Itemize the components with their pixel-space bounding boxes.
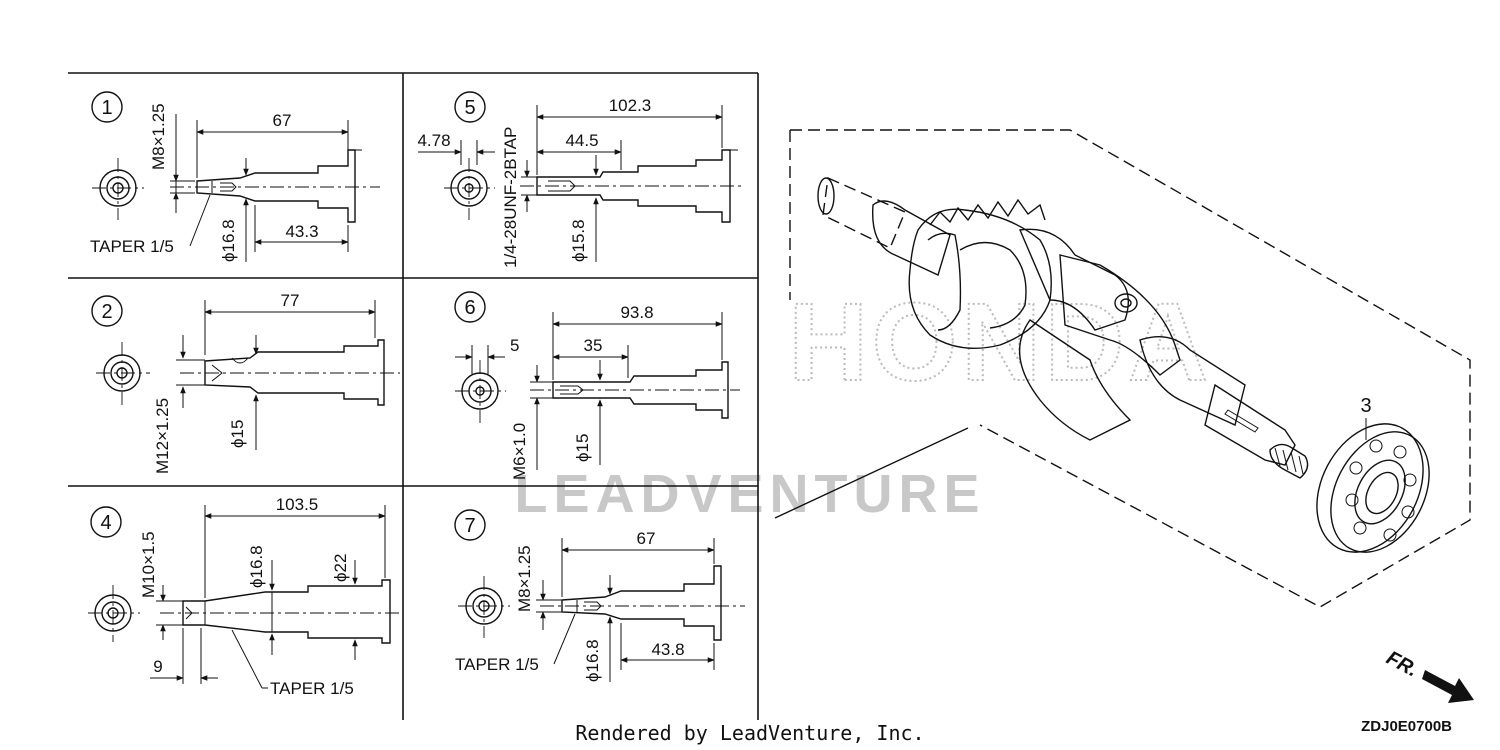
cell-number-6: 6 (454, 291, 486, 323)
dim-label: 1/4-28UNF-2BTAP (501, 127, 520, 268)
shaft-profile-6 (530, 361, 740, 419)
end-view-7 (458, 576, 510, 638)
dim-label: ϕ15.8 (569, 219, 588, 262)
shaft-profile-5 (520, 149, 745, 223)
dim-label: TAPER 1/5 (455, 655, 539, 674)
dim-label: M6×1.0 (510, 423, 529, 480)
footer-credit: Rendered by LeadVenture, Inc. (575, 721, 924, 745)
dim-label: ϕ15 (573, 434, 592, 462)
svg-text:6: 6 (464, 297, 475, 319)
shaft-profile-4 (160, 579, 400, 644)
dimensions-4: M10×1.5 103.5 ϕ16.8 ϕ22 9 TAPER 1/5 (139, 495, 386, 698)
cell-7: 7 M8×1.25 67 TAPER 1/5 (454, 509, 745, 682)
dim-label: M10×1.5 (139, 531, 158, 598)
dim-label: M8×1.25 (149, 103, 168, 170)
crankshaft (817, 176, 1309, 479)
cell-2: 2 77 M12×1.25 ϕ15 (91, 291, 400, 474)
dimensions-7: M8×1.25 67 TAPER 1/5 ϕ16.8 43.8 (455, 529, 715, 682)
dimensions-6: 93.8 5 35 M6×1.0 ϕ15 (455, 303, 723, 480)
dim-label: 35 (584, 336, 603, 355)
shaft-profile-2 (180, 339, 400, 406)
cell-4: 4 M10×1.5 103.5 ϕ (88, 495, 400, 698)
cell-6: 6 93.8 5 35 (454, 291, 740, 480)
dim-label: 103.5 (276, 495, 319, 514)
dim-label: ϕ22 (331, 554, 350, 582)
part-callout: 3 (1360, 395, 1371, 417)
dim-label: 44.5 (565, 131, 598, 150)
svg-text:2: 2 (101, 301, 112, 323)
end-view-5 (444, 158, 495, 220)
dim-label: 93.8 (620, 303, 653, 322)
svg-text:1: 1 (101, 97, 112, 119)
shaft-profile-7 (540, 565, 745, 641)
assembly-boundary (790, 129, 1471, 608)
dim-label: M12×1.25 (153, 398, 172, 474)
dim-label: M8×1.25 (515, 545, 534, 612)
end-view-2 (96, 342, 150, 405)
cell-number-5: 5 (454, 91, 486, 123)
dim-label: TAPER 1/5 (270, 679, 354, 698)
cell-number-1: 1 (91, 91, 123, 123)
dim-label: ϕ15 (228, 420, 247, 448)
end-view-1 (92, 158, 144, 220)
dim-label: 77 (281, 291, 300, 310)
dim-label: 4.78 (417, 131, 450, 150)
watermark-brand: HONDA (788, 281, 1211, 404)
dim-label: 43.3 (285, 222, 318, 241)
svg-text:4: 4 (100, 512, 111, 534)
watermark-text: LEADVENTURE (514, 464, 985, 524)
arrow-right-icon (1422, 670, 1474, 703)
dimensions-1: M8×1.25 67 TAPER 1/5 ϕ16.8 43.3 (90, 103, 349, 262)
front-direction-indicator: FR. (1383, 647, 1474, 703)
fr-label: FR. (1383, 647, 1422, 682)
dim-label: 67 (273, 111, 292, 130)
crankshaft-assembly: 3 (774, 129, 1471, 608)
dim-label: ϕ16.8 (583, 639, 602, 682)
dimensions-2: 77 M12×1.25 ϕ15 (153, 291, 376, 474)
cell-number-2: 2 (91, 295, 123, 327)
end-view-6 (455, 360, 506, 423)
dim-label: ϕ16.8 (247, 545, 266, 588)
dim-label: 67 (637, 529, 656, 548)
shaft-variant-grid (68, 72, 759, 720)
shaft-profile-1 (170, 149, 380, 223)
dimensions-5: 4.78 1/4-28UNF-2BTAP 102.3 44.5 ϕ15.8 (417, 96, 723, 268)
end-view-4 (88, 585, 140, 642)
cell-5: 5 4.78 1/4-28UNF-2BTAP (417, 91, 745, 268)
dim-label: 43.8 (651, 640, 684, 659)
dim-label: 102.3 (609, 96, 652, 115)
cell-1: 1 M8×1.25 67 TAPER 1/5 (90, 91, 380, 262)
dim-label: TAPER 1/5 (90, 237, 174, 256)
svg-text:5: 5 (464, 97, 475, 119)
cell-number-4: 4 (90, 506, 122, 538)
dim-label: 9 (153, 657, 162, 676)
svg-text:7: 7 (464, 515, 475, 537)
cell-number-7: 7 (454, 509, 486, 541)
bearing (1316, 423, 1430, 553)
dim-label: 5 (510, 336, 519, 355)
watermark: HONDA LEADVENTURE (514, 280, 1211, 524)
diagram-code: ZDJ0E0700B (1361, 718, 1452, 735)
dim-label: ϕ16.8 (219, 219, 238, 262)
